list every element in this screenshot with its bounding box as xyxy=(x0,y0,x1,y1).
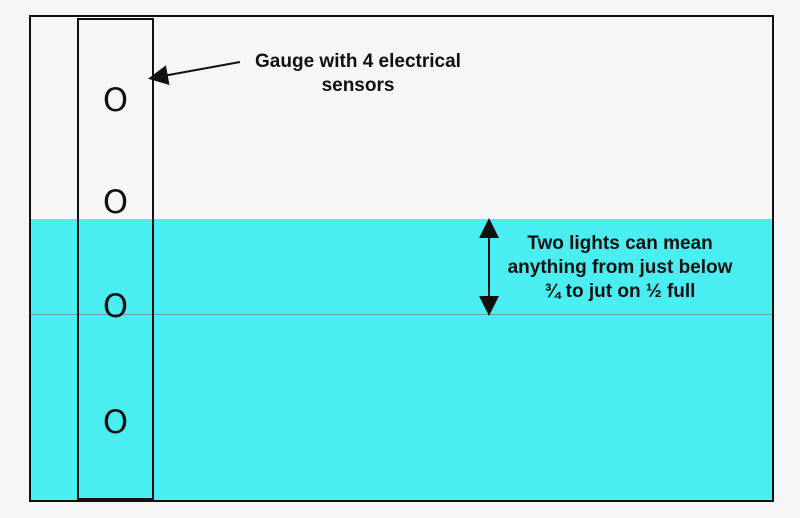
gauge-pointer-arrow xyxy=(148,61,241,85)
sensor-2: O xyxy=(102,183,129,221)
range-label: Two lights can mean anything from just b… xyxy=(507,233,733,302)
water-level xyxy=(31,219,772,500)
sensor-3: O xyxy=(102,287,129,325)
gauge: O O O O xyxy=(77,18,154,500)
sensor-1: O xyxy=(102,81,129,119)
half-full-line xyxy=(31,314,772,315)
sensor-4: O xyxy=(102,403,129,441)
gauge-label: Gauge with 4 electrical sensors xyxy=(255,51,461,96)
